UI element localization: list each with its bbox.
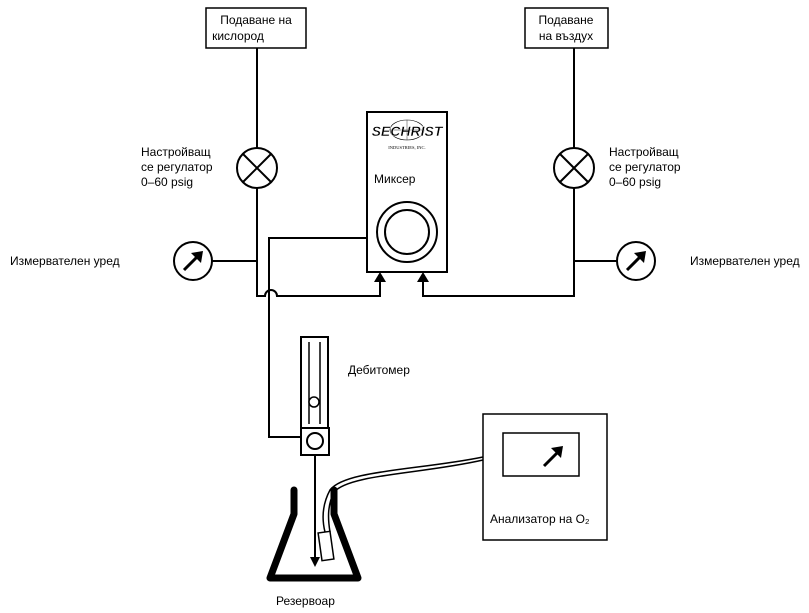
oxygen-supply-label-line1: Подаване на (220, 13, 292, 27)
brand-subtitle: INDUSTRIES, INC. (388, 145, 425, 151)
air-supply-label-line1: Подаване (539, 13, 594, 27)
left-gauge-label: Измервателен уред (10, 254, 120, 268)
left-regulator-label-line1: Настройващ (141, 145, 211, 159)
reservoir-inlet-arrow (310, 557, 320, 567)
flowmeter-knob (306, 432, 324, 450)
mixer-label: Миксер (374, 172, 416, 186)
right-gauge-label: Измервателен уред (690, 254, 800, 268)
mixer-dial-inner (384, 209, 430, 255)
brand-name: SECHRIST (372, 123, 444, 139)
oxygen-analyzer (482, 413, 608, 541)
left-regulator-label-line2: се регулатор (141, 160, 213, 174)
left-regulator-valve (236, 147, 278, 189)
right-regulator-label-line3: 0–60 psig (609, 175, 661, 189)
analyzer-label: Анализатор на O₂ (490, 512, 590, 526)
oxygen-supply-box: Подаване на кислород (205, 7, 307, 49)
reservoir-label: Резервоар (276, 594, 335, 608)
flowmeter (300, 336, 330, 456)
oxygen-inlet-arrow (374, 272, 386, 282)
right-regulator-valve (553, 147, 595, 189)
air-supply-box: Подаване на въздух (524, 7, 609, 49)
left-pressure-gauge (173, 241, 257, 281)
left-regulator-label-line3: 0–60 psig (141, 175, 193, 189)
oxygen-line (256, 48, 381, 297)
oxygen-supply-label-line2: кислород (212, 29, 264, 43)
flowmeter-float (308, 396, 320, 408)
right-regulator-label-line1: Настройващ (609, 145, 679, 159)
mixer-output-line (268, 237, 367, 438)
oxygen-sensor-probe (317, 456, 484, 562)
analyzer-display (502, 432, 580, 477)
right-regulator-label-line2: се регулатор (609, 160, 681, 174)
reservoir-flask (266, 486, 362, 582)
mixer-unit: SECHRIST INDUSTRIES, INC. Миксер (366, 111, 448, 273)
air-inlet-arrow (417, 272, 429, 282)
air-supply-label-line2: на въздух (539, 29, 593, 43)
right-pressure-gauge (574, 241, 656, 281)
air-line (422, 48, 575, 297)
sechrist-logo: SECHRIST INDUSTRIES, INC. (371, 119, 444, 151)
flowmeter-label: Дебитомер (348, 363, 410, 377)
